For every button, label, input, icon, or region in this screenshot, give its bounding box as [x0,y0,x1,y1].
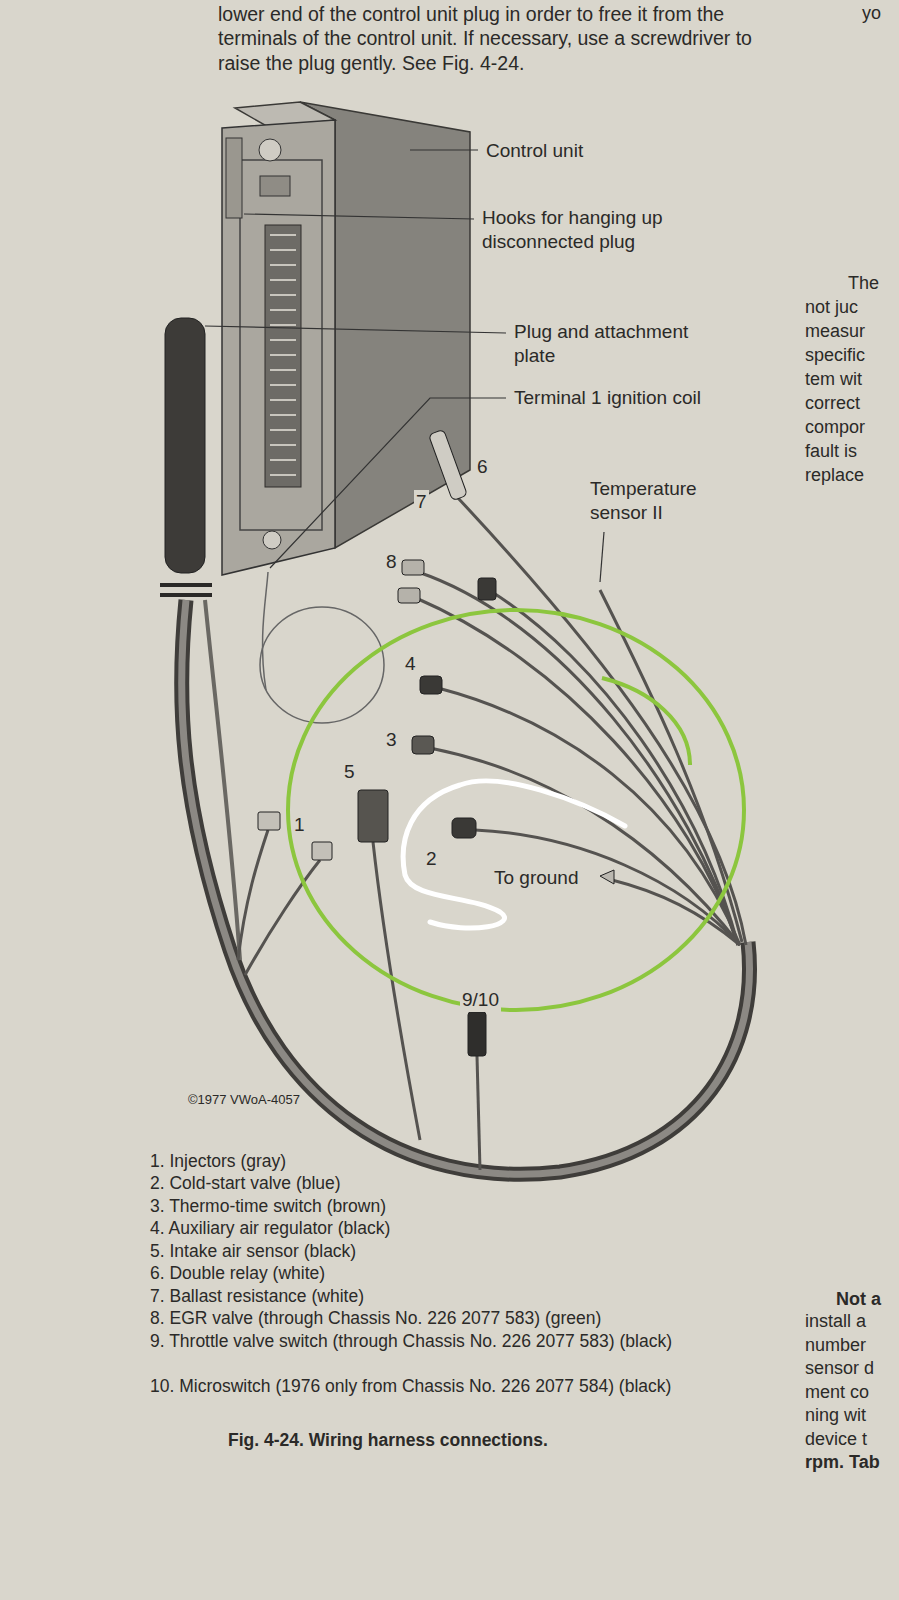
hook-bracket [226,138,242,218]
connector [258,812,280,830]
cut-text: compor [805,416,865,439]
white-annotation [403,781,625,928]
cut-text: fault is [805,440,857,463]
legend-item: 2. Cold-start valve (blue) [150,1172,725,1195]
part-label: Terminal 1 ignition coil [512,386,703,410]
figure-caption: Fig. 4-24. Wiring harness connections. [228,1430,548,1452]
ground-lug [600,870,614,884]
hook [260,176,290,196]
legend-item: 7. Ballast resistance (white) [150,1285,725,1308]
wire [245,860,320,975]
cut-text: measur [805,320,865,343]
coil-wire [263,572,268,690]
connector [468,1012,486,1056]
plug-boot [165,318,205,573]
legend-item: 10. Microswitch (1976 only from Chassis … [150,1375,725,1398]
leader-line [270,398,506,568]
cut-text: sensor d [805,1357,874,1380]
cut-text: yo [862,2,881,25]
body-text: lower end of the control unit plug in or… [218,2,763,75]
part-label: Temperature sensor II [588,477,732,525]
callout-number: 3 [384,728,399,752]
control-unit-face [222,120,335,575]
cut-text: rpm. Tab [805,1451,880,1474]
part-label: Hooks for hanging up disconnected plug [480,206,696,254]
wire [430,748,740,945]
legend-item: 3. Thermo-time switch (brown) [150,1195,725,1218]
cut-text: specific [805,344,865,367]
legend-item: 4. Auxiliary air regulator (black) [150,1217,725,1240]
connector [412,736,434,754]
wire [477,1056,480,1170]
cut-text: number [805,1334,866,1357]
cut-text: Not a [836,1288,881,1311]
connector [478,578,496,600]
callout-number: 2 [424,847,439,871]
cut-text: install a [805,1310,866,1333]
callout-number: 6 [475,455,490,479]
cut-text: The [848,272,879,295]
cut-text: not juc [805,296,858,319]
legend-item: 5. Intake air sensor (black) [150,1240,725,1263]
main-harness-core [182,600,750,1174]
callout-number: 7 [414,490,429,514]
harness-branch [205,600,240,960]
wire [492,592,738,945]
connector [312,842,332,860]
cut-text: correct [805,392,860,415]
connector [402,560,424,575]
green-annotation [602,678,690,765]
callout-number: 8 [384,550,399,574]
control-unit-plug [265,225,301,487]
connector [452,818,476,838]
connector [358,790,388,842]
cut-text: tem wit [805,368,862,391]
callout-number: 9/10 [460,988,501,1012]
cut-text: ning wit [805,1404,866,1427]
copyright-note: ©1977 VWoA-4057 [188,1092,300,1108]
green-annotation [288,610,744,1010]
wire [458,498,746,945]
connector [420,676,442,694]
wire [612,880,740,945]
legend-item: 8. EGR valve (through Chassis No. 226 20… [150,1307,725,1330]
callout-number: 5 [342,760,357,784]
screw [263,531,281,549]
leader-line [600,532,604,582]
leader-line [205,326,506,333]
part-label: Plug and attachment plate [512,320,728,368]
connector [429,429,468,500]
cable-tie [160,585,212,595]
cut-text: ment co [805,1381,869,1404]
legend-item: 1. Injectors (gray) [150,1150,725,1173]
callout-number: 1 [292,813,307,837]
legend-item: 6. Double relay (white) [150,1262,725,1285]
callout-number: 4 [403,652,418,676]
part-label: Control unit [484,139,585,163]
leader-line [244,214,474,219]
main-harness [182,600,750,1174]
screw [259,139,281,161]
cut-text: device t [805,1428,867,1451]
cut-text: replace [805,464,864,487]
plug-pins [270,235,296,475]
legend-item: 9. Throttle valve switch (through Chassi… [150,1330,725,1353]
part-label: To ground [492,866,581,890]
leader-line [410,149,478,150]
connector [398,588,420,603]
wire [416,598,738,945]
branch-wires [238,498,746,1170]
